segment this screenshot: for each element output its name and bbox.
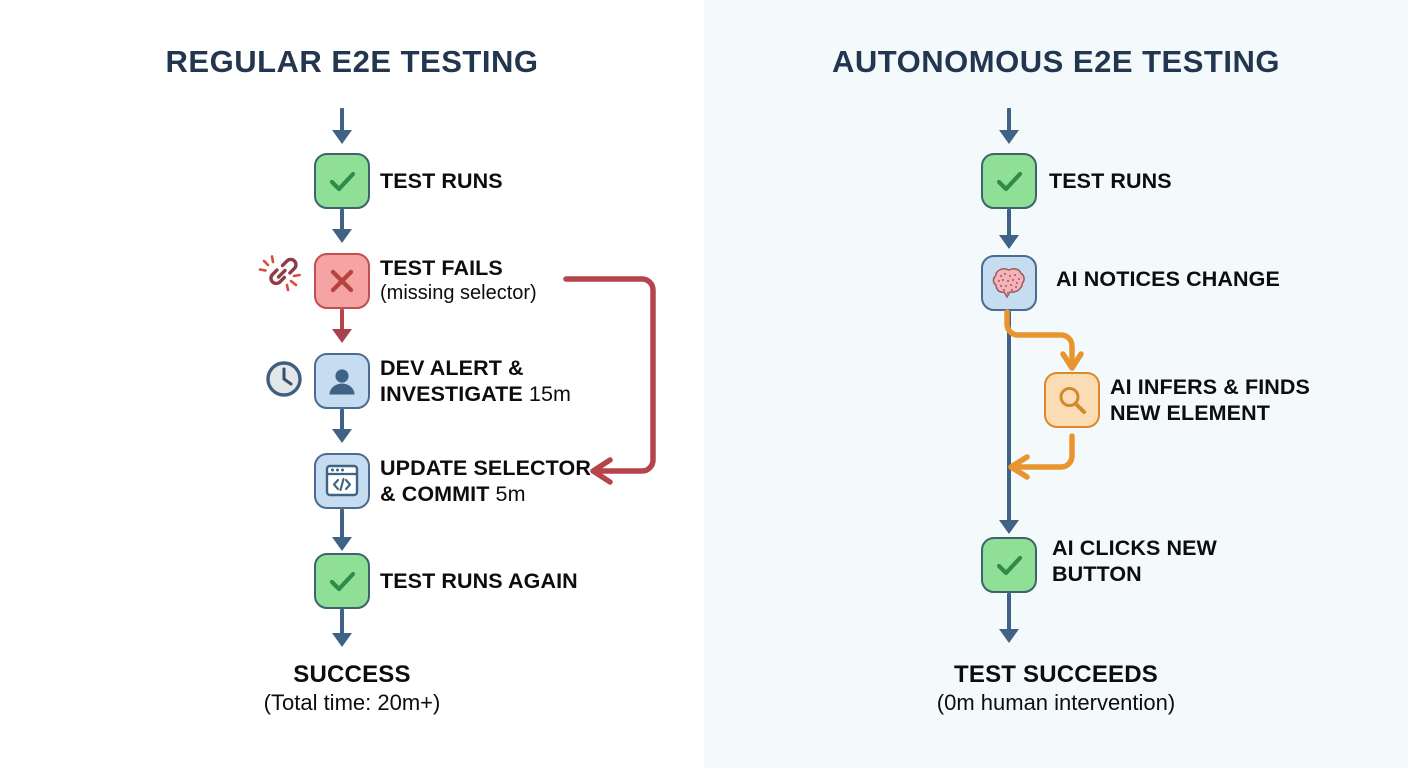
left-column-title: REGULAR E2E TESTING xyxy=(165,44,539,79)
label-update-selector-time: 5m xyxy=(489,482,526,507)
code-window-icon xyxy=(325,464,359,497)
left-footer-title: SUCCESS xyxy=(293,661,411,688)
entry-arrow-head-right xyxy=(999,130,1019,144)
right-footer-subtitle: (0m human intervention) xyxy=(936,690,1176,715)
label-test-runs-again: TEST RUNS AGAIN xyxy=(380,569,578,593)
label-ai-infers: AI INFERS & FINDS NEW ELEMENT xyxy=(1110,375,1310,426)
label-test-runs: TEST RUNS xyxy=(380,169,503,193)
connector-3-line xyxy=(340,409,344,431)
broken-link-icon xyxy=(258,253,304,299)
left-column: REGULAR E2E TESTING TEST RUNS xyxy=(165,44,656,715)
node-dev-alert[interactable] xyxy=(314,353,370,409)
node-update-selector[interactable] xyxy=(314,453,370,509)
sublabel-test-fails: (missing selector) xyxy=(380,282,537,304)
connector-4-line xyxy=(340,509,344,539)
cross-icon xyxy=(330,269,354,293)
connector-5-line xyxy=(340,609,344,635)
connector-3-head xyxy=(332,429,352,443)
connector-4-head xyxy=(332,537,352,551)
label-update-selector: UPDATE SELECTOR & COMMIT 5m xyxy=(380,455,591,507)
left-footer-subtitle: (Total time: 20m+) xyxy=(263,690,441,715)
node-ai-infers[interactable] xyxy=(1044,372,1100,428)
label-test-fails: TEST FAILS xyxy=(380,256,503,280)
brain-icon xyxy=(992,268,1025,299)
node-test-runs[interactable] xyxy=(314,153,370,209)
connector-1-head xyxy=(332,229,352,243)
connector-2-head xyxy=(332,329,352,343)
label-test-runs-right: TEST RUNS xyxy=(1049,169,1172,193)
check-icon xyxy=(996,171,1023,192)
right-column: AUTONOMOUS E2E TESTING TEST RUNS xyxy=(704,0,1408,768)
connector-r3-head xyxy=(999,629,1019,643)
person-icon xyxy=(329,369,355,395)
connector-r2-spine xyxy=(1007,311,1011,523)
connector-r1-line xyxy=(1007,209,1011,237)
label-dev-alert-time: 15m xyxy=(522,382,572,407)
label-ai-notices-change: AI NOTICES CHANGE xyxy=(1056,267,1280,291)
connector-r3-line xyxy=(1007,593,1011,631)
check-icon xyxy=(329,171,356,192)
node-test-runs-right[interactable] xyxy=(981,153,1037,209)
label-dev-alert: DEV ALERT & INVESTIGATE 15m xyxy=(380,355,571,407)
connector-2-line xyxy=(340,309,344,331)
node-test-runs-again[interactable] xyxy=(314,553,370,609)
magnifier-icon xyxy=(1059,387,1086,414)
right-column-title: AUTONOMOUS E2E TESTING xyxy=(832,44,1280,79)
label-dev-alert-text: DEV ALERT & INVESTIGATE xyxy=(380,356,524,407)
entry-arrow-line xyxy=(340,108,344,132)
right-footer-title: TEST SUCCEEDS xyxy=(954,661,1158,688)
connector-5-head xyxy=(332,633,352,647)
label-update-selector-text: UPDATE SELECTOR & COMMIT xyxy=(380,456,591,507)
check-icon xyxy=(996,555,1023,576)
node-ai-clicks-new-button[interactable] xyxy=(981,537,1037,593)
entry-arrow-line-right xyxy=(1007,108,1011,132)
connector-r2-head xyxy=(999,520,1019,534)
connector-1-line xyxy=(340,209,344,231)
clock-icon xyxy=(264,359,304,399)
entry-arrow-head xyxy=(332,130,352,144)
node-test-fails[interactable] xyxy=(314,253,370,309)
check-icon xyxy=(329,571,356,592)
label-ai-clicks-new-button: AI CLICKS NEW BUTTON xyxy=(1052,536,1217,587)
connector-r1-head xyxy=(999,235,1019,249)
node-ai-notices-change[interactable] xyxy=(981,255,1037,311)
